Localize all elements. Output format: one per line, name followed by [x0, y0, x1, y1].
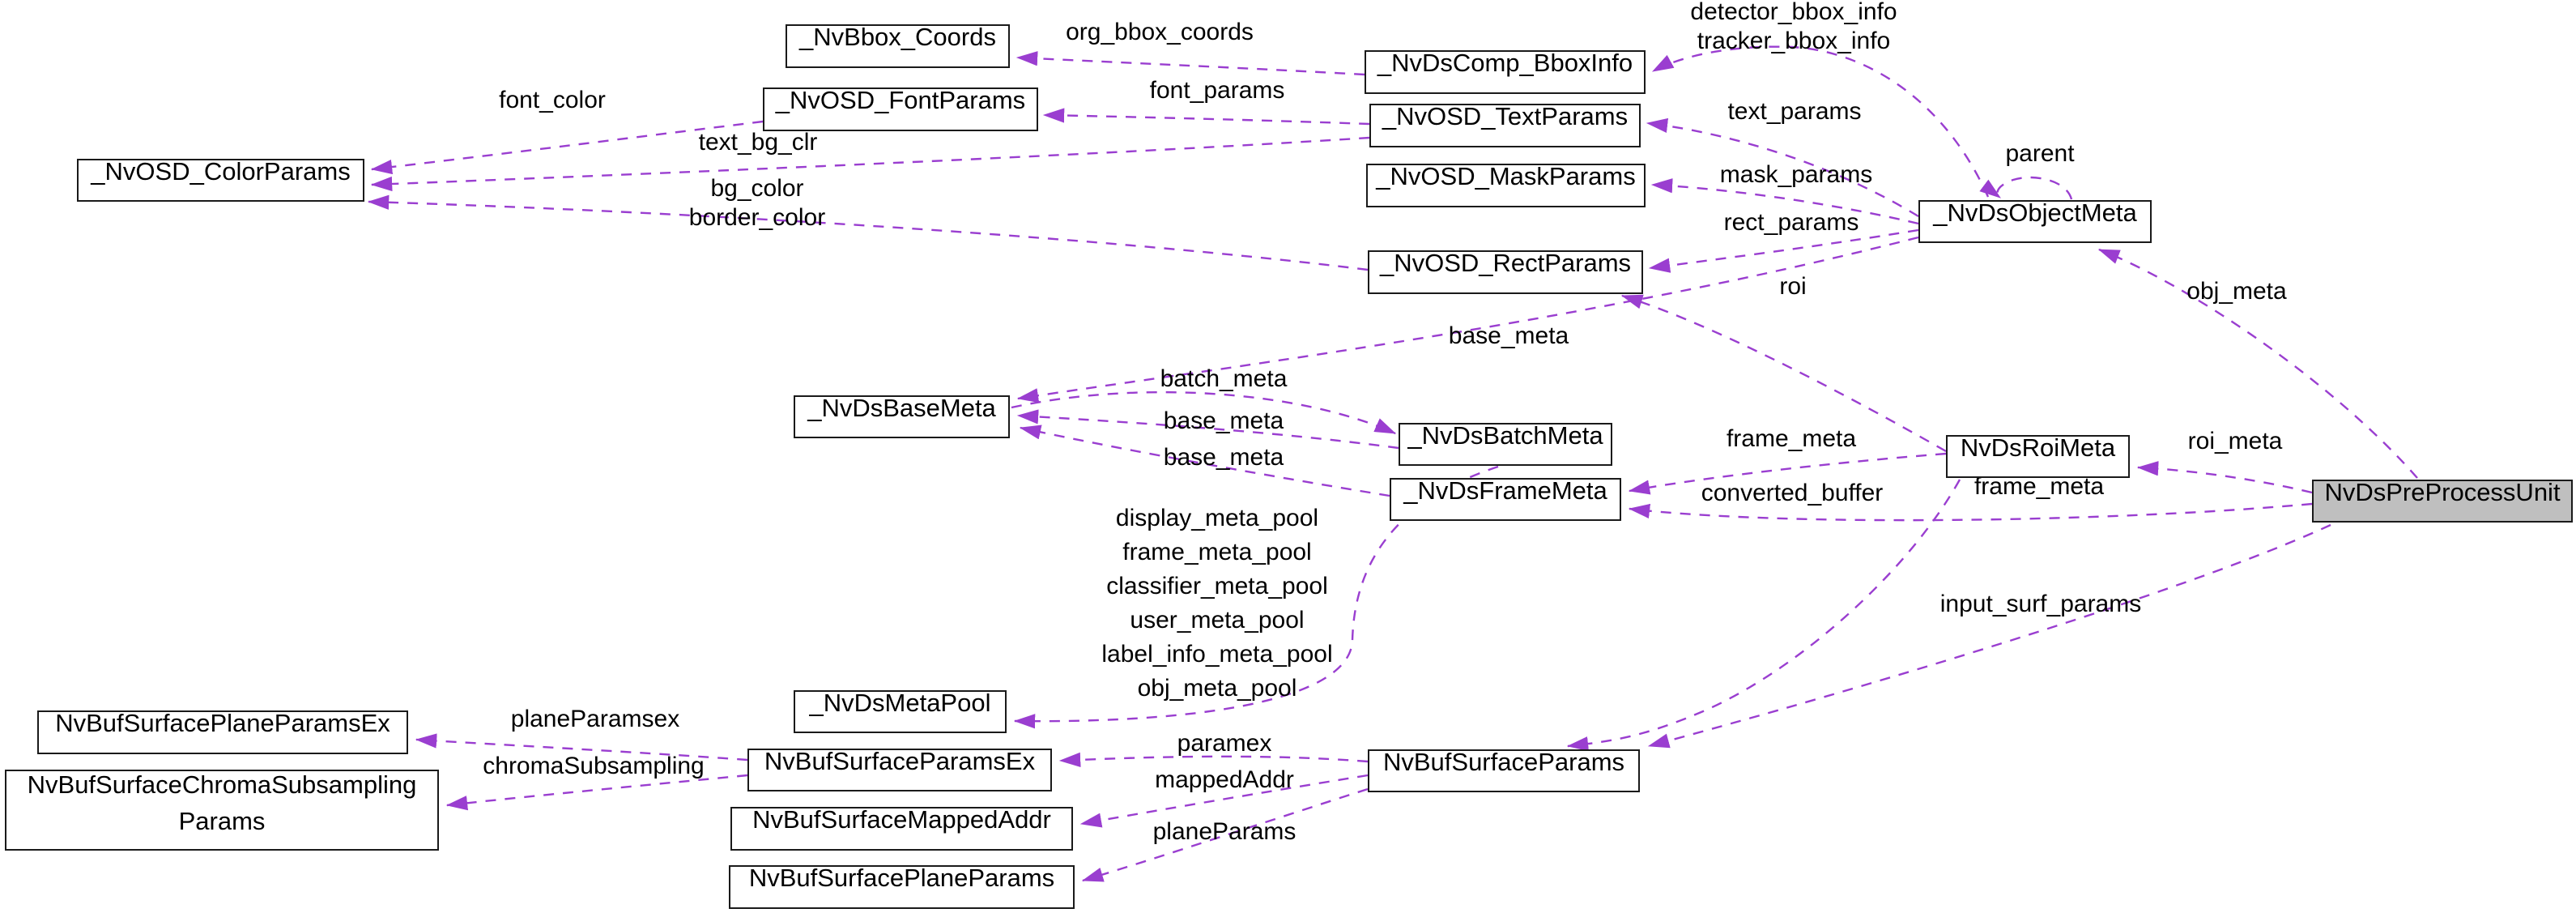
node-nvdsroimeta[interactable]: NvDsRoiMeta — [1946, 433, 2130, 478]
edge-roi-meta — [2136, 461, 2313, 494]
node-nvbufsurfacemappedaddr[interactable]: NvBufSurfaceMappedAddr — [730, 805, 1073, 851]
node-nvdsbasemeta[interactable]: _NvDsBaseMeta — [794, 394, 1010, 438]
edge-label-plane-paramsex: planeParamsex — [510, 706, 680, 732]
node-nvbufsurfaceparams[interactable]: NvBufSurfaceParams — [1368, 748, 1640, 792]
node-label-nvdsbatchmeta: _NvDsBatchMeta — [1407, 421, 1603, 450]
edge-bg-color-border-color — [367, 194, 1369, 271]
edge-label-text-params: text_params — [1727, 98, 1862, 125]
node-label-nvbufsurfaceplaneparams: NvBufSurfacePlaneParams — [748, 864, 1055, 892]
node-label-nvosd-colorparams: _NvOSD_ColorParams — [91, 157, 351, 186]
edge-label-chroma-subsampling: chromaSubsampling — [483, 753, 705, 779]
edge-input-surf-params — [1647, 523, 2331, 749]
edge-label-detector-tracker-bbox-info: detector_bbox_info tracker_bbox_info — [1690, 0, 1897, 54]
node-nvosd-fontparams[interactable]: _NvOSD_FontParams — [763, 86, 1038, 131]
edge-meta-pools — [1013, 465, 1499, 729]
edge-mask-params — [1650, 178, 1919, 225]
edge-mapped-addr — [1079, 774, 1369, 828]
edge-label-base-meta-frame: base_meta — [1163, 444, 1284, 471]
edge-label-paramex: paramex — [1177, 730, 1272, 757]
edge-label-roi: roi — [1779, 273, 1807, 300]
edge-label-mapped-addr: mappedAddr — [1155, 766, 1294, 793]
node-nvdscomp-bboxinfo[interactable]: _NvDsComp_BboxInfo — [1365, 49, 1646, 94]
node-nvbufsurfacechromasubsamplingparams[interactable]: NvBufSurfaceChromaSubsampling Params — [5, 770, 439, 851]
edge-base-meta-obj — [1016, 236, 1919, 403]
edge-batch-meta — [1011, 390, 1397, 435]
edge-label-bg-color-border-color: bg_color border_color — [688, 175, 826, 231]
edge-label-frame-meta-roi: frame_meta — [1726, 425, 1857, 452]
edge-label-parent: parent — [2005, 140, 2075, 167]
node-nvdsframemeta[interactable]: _NvDsFrameMeta — [1390, 476, 1621, 521]
node-nvbufsurfaceparamsex[interactable]: NvBufSurfaceParamsEx — [747, 747, 1052, 791]
node-nvbufsurfaceplaneparams[interactable]: NvBufSurfacePlaneParams — [729, 864, 1075, 909]
edge-detector-tracker-bbox-info — [1651, 45, 1990, 198]
node-label-nvdsbasemeta: _NvDsBaseMeta — [807, 394, 996, 422]
node-nvdsobjectmeta[interactable]: _NvDsObjectMeta — [1918, 198, 2152, 243]
edge-plane-paramsex — [415, 733, 748, 762]
edge-roi — [1620, 294, 1947, 453]
edge-label-font-color: font_color — [499, 87, 606, 113]
node-label-nvdsobjectmeta: _NvDsObjectMeta — [1933, 198, 2137, 227]
edge-plane-params — [1081, 787, 1369, 882]
edge-paramex — [1058, 752, 1369, 767]
edge-label-roi-meta: roi_meta — [2187, 428, 2283, 454]
edge-base-meta-frame — [1019, 425, 1390, 497]
node-label-nvdscomp-bboxinfo: _NvDsComp_BboxInfo — [1377, 49, 1633, 77]
edge-label-plane-params: planeParams — [1152, 818, 1297, 845]
edge-label-converted-buffer: converted_buffer — [1701, 480, 1884, 506]
node-nvbbox-coords[interactable]: _NvBbox_Coords — [786, 23, 1010, 68]
edge-frame-meta-roi — [1628, 452, 1947, 495]
edge-label-rect-params: rect_params — [1723, 209, 1859, 236]
node-label-nvosd-rectparams: _NvOSD_RectParams — [1379, 249, 1632, 277]
edge-base-meta-batch — [1016, 409, 1399, 450]
edge-obj-meta — [2097, 248, 2418, 479]
edge-parent — [1979, 176, 2073, 200]
edge-label-obj-meta: obj_meta — [2186, 278, 2287, 305]
node-nvosd-textparams[interactable]: _NvOSD_TextParams — [1369, 102, 1641, 147]
node-nvdspreprocessunit: NvDsPreProcessUnit — [2312, 478, 2573, 523]
node-nvdsmetapool[interactable]: _NvDsMetaPool — [794, 689, 1007, 733]
edge-rect-params — [1648, 228, 1919, 273]
edge-font-params — [1042, 108, 1370, 126]
node-label-nvdsroimeta: NvDsRoiMeta — [1960, 433, 2116, 462]
edge-label-meta-pools: display_meta_pool frame_meta_pool classi… — [1101, 505, 1333, 702]
node-label-nvbufsurfacemappedaddr: NvBufSurfaceMappedAddr — [752, 805, 1051, 834]
edge-text-params — [1646, 117, 1919, 218]
node-label-nvosd-textparams: _NvOSD_TextParams — [1382, 102, 1629, 130]
edge-org-bbox-coords — [1015, 51, 1365, 76]
node-label-nvbbox-coords: _NvBbox_Coords — [799, 23, 996, 51]
edge-label-mask-params: mask_params — [1719, 161, 1873, 188]
node-label-nvbufsurfaceplaneparamsex: NvBufSurfacePlaneParamsEx — [55, 709, 390, 737]
node-label-nvdsframemeta: _NvDsFrameMeta — [1403, 476, 1607, 505]
node-nvosd-rectparams[interactable]: _NvOSD_RectParams — [1368, 249, 1643, 294]
edge-label-batch-meta: batch_meta — [1160, 365, 1288, 392]
node-label-nvbufsurfaceparamsex: NvBufSurfaceParamsEx — [764, 747, 1036, 775]
node-label-nvosd-maskparams: _NvOSD_MaskParams — [1376, 162, 1636, 190]
edge-converted-buffer — [1566, 479, 1961, 752]
edge-label-base-meta-batch: base_meta — [1163, 407, 1284, 434]
node-nvdsbatchmeta[interactable]: _NvDsBatchMeta — [1399, 421, 1612, 466]
node-label-nvosd-fontparams: _NvOSD_FontParams — [775, 86, 1026, 114]
edge-label-base-meta-obj: base_meta — [1448, 322, 1569, 349]
node-nvbufsurfaceplaneparamsex[interactable]: NvBufSurfacePlaneParamsEx — [37, 709, 408, 754]
edge-label-text-bg-clr: text_bg_clr — [698, 129, 818, 156]
node-label-nvdspreprocessunit: NvDsPreProcessUnit — [2324, 478, 2561, 506]
edge-frame-meta-preprocess — [1628, 502, 2313, 522]
node-label-nvbufsurfaceparams: NvBufSurfaceParams — [1382, 748, 1625, 776]
node-nvosd-colorparams[interactable]: _NvOSD_ColorParams — [77, 157, 364, 202]
edge-label-input-surf-params: input_surf_params — [1939, 591, 2142, 617]
edge-text-bg-clr — [370, 136, 1370, 192]
node-label-nvdsmetapool: _NvDsMetaPool — [809, 689, 991, 717]
node-nvosd-maskparams[interactable]: _NvOSD_MaskParams — [1366, 162, 1646, 207]
edge-label-font-params: font_params — [1149, 77, 1285, 104]
edge-label-org-bbox-coords: org_bbox_coords — [1066, 19, 1254, 45]
node-label-nvbufsurfacechromasubsamplingparams: NvBufSurfaceChromaSubsampling Params — [27, 770, 417, 835]
